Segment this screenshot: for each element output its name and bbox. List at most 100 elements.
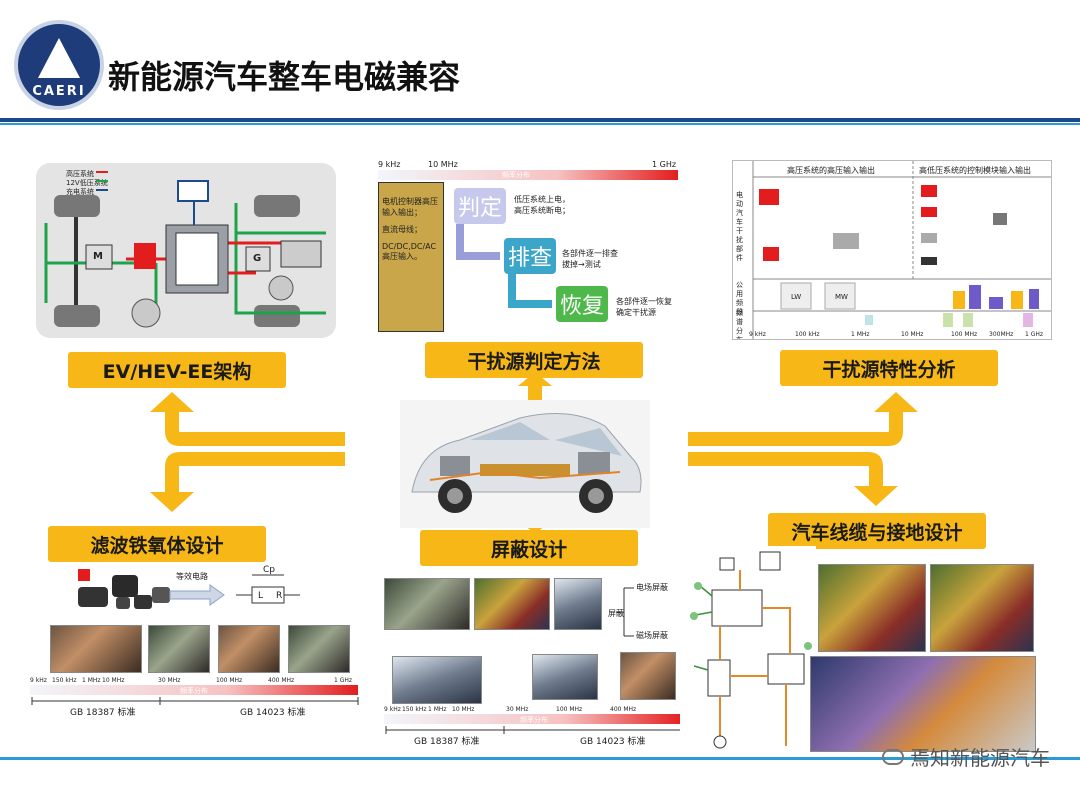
- filter-std-1: GB 18387 标准: [70, 708, 136, 718]
- filter-tick-3: 10 MHz: [102, 677, 125, 684]
- l-label: L: [258, 591, 264, 601]
- filter-freq-caption: 频率分布: [180, 687, 208, 695]
- interference-analysis-table: 高压系统的高压输入输出 高低压系统的控制模块输入输出 电动汽车干扰部件 公用频段…: [732, 160, 1052, 340]
- logo-text: CAERI: [32, 84, 86, 99]
- arrow-to-ev-arch: [150, 392, 345, 446]
- vehicle-wiring-photo-1: [818, 564, 926, 652]
- filter-tick-7: 1 GHz: [334, 677, 353, 684]
- shield-photo-2: [474, 578, 550, 630]
- interference-method-diagram: 9 kHz 10 MHz 1 GHz 频率分布 电机控制器高压输入输出； 直流母…: [372, 158, 690, 336]
- filter-tick-1: 150 kHz: [52, 677, 77, 684]
- step-restore-desc: 各部件逐一恢复 确定干扰源: [616, 297, 672, 317]
- method-freq-bar: [378, 170, 678, 180]
- step-judge-desc: 低压系统上电， 高压系统断电；: [514, 195, 570, 215]
- wechat-icon: [882, 748, 904, 765]
- analysis-tick-6: 1 GHz: [1025, 331, 1044, 338]
- arrow-to-filter: [150, 452, 345, 512]
- shield-electric-label: 电场屏蔽: [636, 583, 668, 592]
- wiring-schematic-image: [680, 546, 816, 756]
- shield-std-1: GB 18387 标准: [414, 737, 480, 747]
- shielding-diagram: 屏蔽 电场屏蔽 磁场屏蔽 9 kHz 150 kHz 1 MHz 10 MHz …: [384, 572, 694, 752]
- method-side-item-1: 电机控制器高压输入输出；: [382, 197, 438, 217]
- shield-photo-6: [620, 652, 676, 700]
- method-tick-1: 10 MHz: [428, 160, 458, 169]
- method-tick-0: 9 kHz: [378, 160, 401, 169]
- filter-std-2: GB 14023 标准: [240, 708, 306, 718]
- legend-lv: 12V低压系统: [66, 179, 108, 187]
- shield-freq-caption: 频率分布: [520, 716, 548, 724]
- filter-freq-bar: [30, 685, 358, 695]
- method-side-item-2: 直流母线；: [382, 225, 422, 234]
- filter-tick-6: 400 MHz: [268, 677, 295, 684]
- arrow-to-analysis: [688, 392, 918, 446]
- band-lw: LW: [791, 293, 802, 301]
- shield-tick-4: 30 MHz: [506, 706, 529, 713]
- method-tick-2: 1 GHz: [652, 160, 677, 169]
- filter-ferrite-diagram: 等效电路 Cp L R 9 kHz 150 kHz 1 MHz 10 MHz 3…: [30, 565, 360, 740]
- vehicle-chassis-photo: [810, 656, 1036, 752]
- method-freq-caption: 频率分布: [502, 171, 530, 179]
- shield-photo-5: [532, 654, 598, 700]
- shield-photo-1: [384, 578, 470, 630]
- filter-tick-4: 30 MHz: [158, 677, 181, 684]
- ferrite-photo-4: [288, 625, 350, 673]
- shield-tick-6: 400 MHz: [610, 706, 637, 713]
- shield-tick-5: 100 MHz: [556, 706, 583, 713]
- shield-tick-1: 150 kHz: [402, 706, 427, 713]
- label-interference-method: 干扰源判定方法: [425, 342, 643, 378]
- analysis-tick-0: 9 kHz: [749, 331, 766, 338]
- logo-triangle-icon: [38, 38, 80, 78]
- analysis-tick-1: 100 kHz: [795, 331, 820, 338]
- analysis-row-label-1: 公用频段: [736, 281, 743, 316]
- footer-divider: [0, 757, 1080, 760]
- analysis-row-label-2: 频谱分布: [736, 309, 743, 340]
- analysis-col2: 高低压系统的控制模块输入输出: [919, 166, 1031, 175]
- analysis-col1: 高压系统的高压输入输出: [787, 166, 875, 175]
- label-ev-arch: EV/HEV-EE架构: [68, 352, 286, 388]
- step-check-desc: 各部件逐一排查 拔掉→测试: [562, 249, 618, 269]
- shield-std-2: GB 14023 标准: [580, 737, 646, 747]
- ferrite-photo-1: [50, 625, 142, 673]
- filter-tick-5: 100 MHz: [216, 677, 243, 684]
- legend-charge: 充电系统: [66, 188, 94, 196]
- vehicle-wiring-photo-2: [930, 564, 1034, 652]
- ev-car-cutaway-image: [400, 400, 650, 528]
- analysis-tick-5: 300MHz: [989, 331, 1014, 338]
- page-title: 新能源汽车整车电磁兼容: [108, 58, 461, 96]
- step-restore: 恢复: [556, 286, 608, 322]
- watermark-text: 焉知新能源汽车: [910, 746, 1050, 770]
- shield-photo-4: [392, 656, 482, 704]
- method-sidebar: [378, 182, 444, 332]
- analysis-tick-2: 1 MHz: [851, 331, 870, 338]
- header-divider: [0, 118, 1080, 122]
- filter-tick-0: 9 kHz: [30, 677, 47, 684]
- shield-tick-2: 1 MHz: [428, 706, 447, 713]
- band-mw: MW: [835, 293, 848, 301]
- ferrite-photo-2: [148, 625, 210, 673]
- motor-g-label: G: [253, 253, 262, 264]
- arrow-to-cable: [688, 452, 898, 506]
- arrow-to-method: [518, 372, 552, 400]
- filter-tick-2: 1 MHz: [82, 677, 101, 684]
- step-check: 排查: [504, 238, 556, 274]
- cable-ground-diagram: [680, 546, 1080, 756]
- ev-architecture-diagram: 高压系统 12V低压系统 充电系统: [36, 163, 336, 338]
- watermark: 焉知新能源汽车: [882, 742, 1050, 771]
- label-filter-ferrite: 滤波铁氧体设计: [48, 526, 266, 562]
- cp-label: Cp: [263, 565, 275, 575]
- label-shielding: 屏蔽设计: [420, 530, 638, 566]
- shield-magnetic-label: 磁场屏蔽: [636, 631, 668, 640]
- shield-freq-bar: [384, 714, 684, 724]
- label-cable-ground: 汽车线缆与接地设计: [768, 513, 986, 549]
- method-side-item-3: DC/DC,DC/AC高压输入。: [382, 242, 437, 261]
- shield-tick-0: 9 kHz: [384, 706, 401, 713]
- equiv-circuit-label: 等效电路: [176, 572, 208, 581]
- step-judge: 判定: [454, 188, 506, 224]
- label-interference-analysis: 干扰源特性分析: [780, 350, 998, 386]
- analysis-tick-3: 10 MHz: [901, 331, 924, 338]
- motor-m-label: M: [93, 251, 103, 262]
- r-label: R: [276, 591, 283, 601]
- analysis-row-label-0: 电动汽车干扰部件: [736, 191, 743, 262]
